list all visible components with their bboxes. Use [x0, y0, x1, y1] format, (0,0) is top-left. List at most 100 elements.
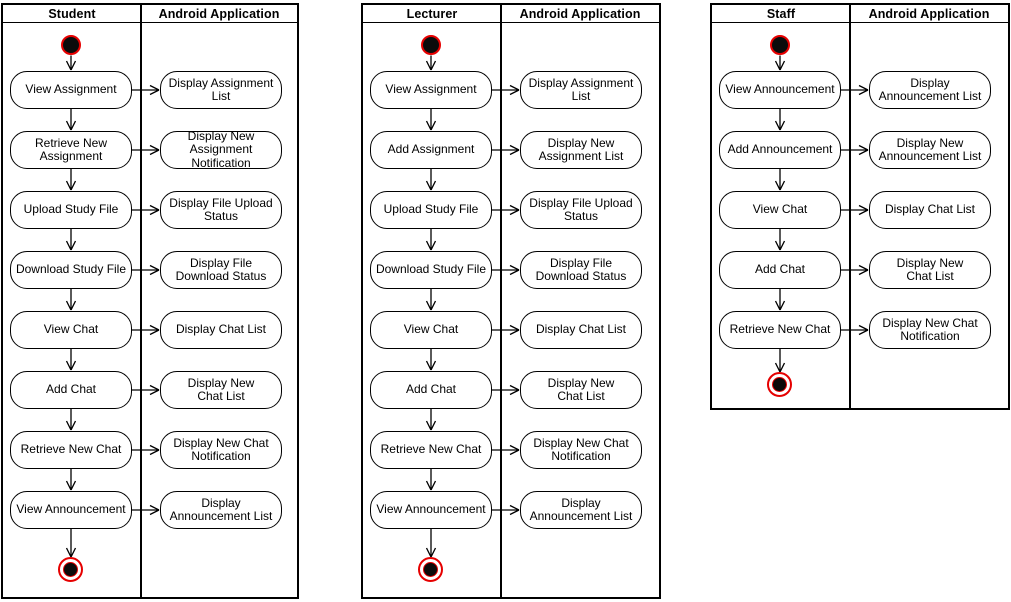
- activity-node-actor: View Announcement: [10, 491, 132, 529]
- flow-arrow: [425, 469, 437, 491]
- lane-header-staff: Staff: [766, 6, 796, 21]
- flow-arrow: [425, 229, 437, 251]
- flow-arrow: [425, 349, 437, 371]
- activity-node-app: Display New Chat List: [869, 251, 991, 289]
- flow-arrow: [492, 444, 520, 456]
- activity-node-actor: Upload Study File: [10, 191, 132, 229]
- swimlane-header: Student Android Application: [3, 5, 297, 23]
- activity-node-actor: View Announcement: [719, 71, 841, 109]
- activity-node-actor: Add Chat: [10, 371, 132, 409]
- end-node-icon: [418, 557, 443, 582]
- flow-arrow: [841, 144, 869, 156]
- activity-node-app: Display File Upload Status: [520, 191, 642, 229]
- flow-arrow: [774, 289, 786, 311]
- activity-node-actor: Download Study File: [10, 251, 132, 289]
- start-node-icon: [420, 34, 441, 55]
- activity-node-app: Display Chat List: [869, 191, 991, 229]
- lane-divider: [849, 5, 851, 408]
- flow-arrow: [65, 469, 77, 491]
- lane-divider: [140, 5, 142, 597]
- activity-node-app: Display New Chat List: [160, 371, 282, 409]
- flow-arrow: [132, 204, 160, 216]
- flow-arrow: [425, 109, 437, 131]
- activity-node-actor: Add Chat: [719, 251, 841, 289]
- flow-arrow: [492, 504, 520, 516]
- swimlane-header: Staff Android Application: [712, 5, 1008, 23]
- flow-arrow: [492, 144, 520, 156]
- activity-node-app: Display New Chat List: [520, 371, 642, 409]
- staff-activity-diagram: Staff Android Application View Announcem…: [710, 3, 1010, 410]
- lane-divider: [500, 5, 502, 597]
- activity-node-actor: Add Chat: [370, 371, 492, 409]
- end-node-core: [63, 562, 78, 577]
- flow-arrow: [65, 349, 77, 371]
- swimlane-header: Lecturer Android Application: [363, 5, 659, 23]
- flow-arrow: [774, 229, 786, 251]
- activity-node-app: Display New Assignment Notification: [160, 129, 282, 169]
- flow-arrow: [774, 169, 786, 191]
- activity-node-actor: Download Study File: [370, 251, 492, 289]
- flow-arrow: [132, 144, 160, 156]
- flow-arrow: [841, 324, 869, 336]
- flow-arrow: [492, 204, 520, 216]
- lane-header-android-application: Android Application: [519, 6, 641, 21]
- activity-node-app: Display New Chat Notification: [160, 431, 282, 469]
- flow-arrow: [65, 109, 77, 131]
- activity-node-actor: Add Assignment: [370, 131, 492, 169]
- activity-node-actor: View Chat: [370, 311, 492, 349]
- flow-arrow: [65, 229, 77, 251]
- activity-node-actor: Retrieve New Assignment: [10, 131, 132, 169]
- activity-node-actor: View Chat: [719, 191, 841, 229]
- activity-node-actor: Upload Study File: [370, 191, 492, 229]
- flow-arrow: [841, 84, 869, 96]
- activity-node-app: Display Assignment List: [520, 71, 642, 109]
- activity-node-app: Display New Chat Notification: [869, 311, 991, 349]
- end-node-core: [423, 562, 438, 577]
- lecturer-activity-diagram: Lecturer Android Application View Assign…: [361, 3, 661, 599]
- activity-node-actor: Retrieve New Chat: [719, 311, 841, 349]
- flow-arrow: [774, 109, 786, 131]
- flow-arrow: [492, 324, 520, 336]
- flow-arrow: [65, 289, 77, 311]
- activity-node-actor: Retrieve New Chat: [10, 431, 132, 469]
- flow-arrow: [132, 444, 160, 456]
- activity-node-app: Display Announcement List: [520, 491, 642, 529]
- activity-node-app: Display Chat List: [520, 311, 642, 349]
- flow-arrow: [841, 204, 869, 216]
- flow-arrow: [132, 324, 160, 336]
- flow-arrow: [65, 409, 77, 431]
- start-node-icon: [769, 34, 790, 55]
- flow-arrow: [425, 289, 437, 311]
- end-node-icon: [58, 557, 83, 582]
- activity-node-actor: View Announcement: [370, 491, 492, 529]
- flow-arrow: [492, 264, 520, 276]
- flow-arrow: [65, 529, 77, 558]
- activity-node-app: Display Announcement List: [869, 71, 991, 109]
- activity-node-app: Display File Upload Status: [160, 191, 282, 229]
- flow-arrow: [132, 504, 160, 516]
- flow-arrow: [132, 264, 160, 276]
- activity-node-actor: View Assignment: [10, 71, 132, 109]
- lane-header-lecturer: Lecturer: [406, 6, 458, 21]
- flow-arrow: [492, 84, 520, 96]
- activity-node-actor: View Chat: [10, 311, 132, 349]
- activity-node-app: Display Assignment List: [160, 71, 282, 109]
- activity-node-actor: Add Announcement: [719, 131, 841, 169]
- activity-node-app: Display Announcement List: [160, 491, 282, 529]
- start-node-icon: [60, 34, 81, 55]
- activity-node-app: Display New Assignment List: [520, 131, 642, 169]
- activity-node-app: Display Chat List: [160, 311, 282, 349]
- end-node-icon: [767, 372, 792, 397]
- activity-node-actor: View Assignment: [370, 71, 492, 109]
- flow-arrow: [132, 84, 160, 96]
- flow-arrow: [841, 264, 869, 276]
- flow-arrow: [425, 55, 437, 71]
- activity-node-app: Display File Download Status: [160, 251, 282, 289]
- activity-node-app: Display New Chat Notification: [520, 431, 642, 469]
- student-activity-diagram: Student Android Application View Assignm…: [1, 3, 299, 599]
- flow-arrow: [425, 529, 437, 558]
- flow-arrow: [774, 349, 786, 373]
- flow-arrow: [774, 55, 786, 71]
- end-node-core: [772, 377, 787, 392]
